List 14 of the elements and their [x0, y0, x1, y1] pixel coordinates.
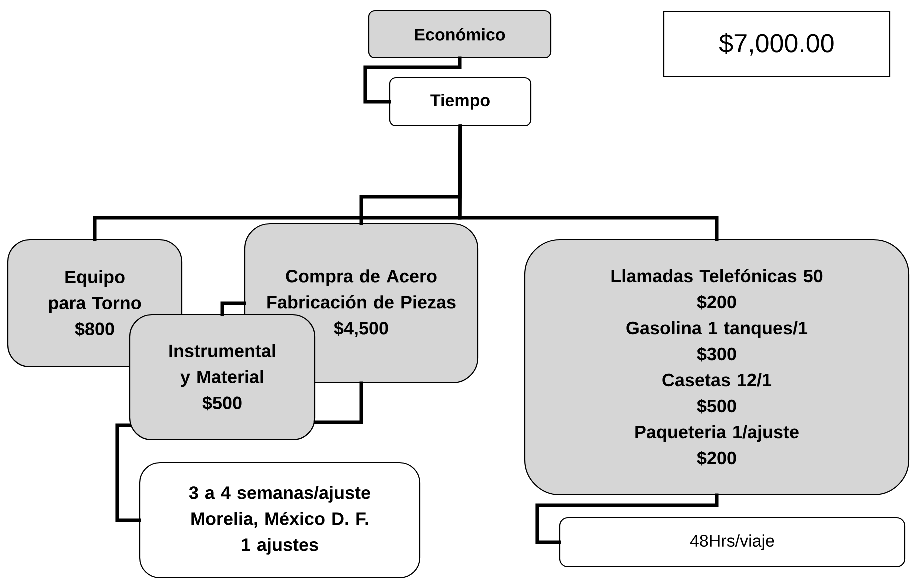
connector-line	[364, 56, 462, 104]
connector-line	[536, 494, 719, 544]
time-box: 3 a 4 semanas/ajuste Morelia, México D. F. 1 ajustes	[139, 462, 421, 579]
category-box: Tiempo	[389, 77, 532, 127]
connector-line	[314, 382, 364, 424]
total-box: $7,000.00	[663, 11, 891, 78]
connector-line	[360, 124, 462, 226]
connector-line	[220, 302, 246, 316]
time-box: 48Hrs/viaje	[559, 517, 906, 568]
connector-line	[458, 124, 719, 242]
category-box: Económico	[368, 10, 552, 59]
cost-box: Llamadas Telefónicas 50 $200 Gasolina 1 tanques/1 $300 Casetas 12/1 $500 Paqueteria 1/ajuste $200	[524, 239, 910, 496]
connector-line	[116, 424, 142, 522]
cost-box: Instrumental y Material $500	[129, 314, 316, 441]
